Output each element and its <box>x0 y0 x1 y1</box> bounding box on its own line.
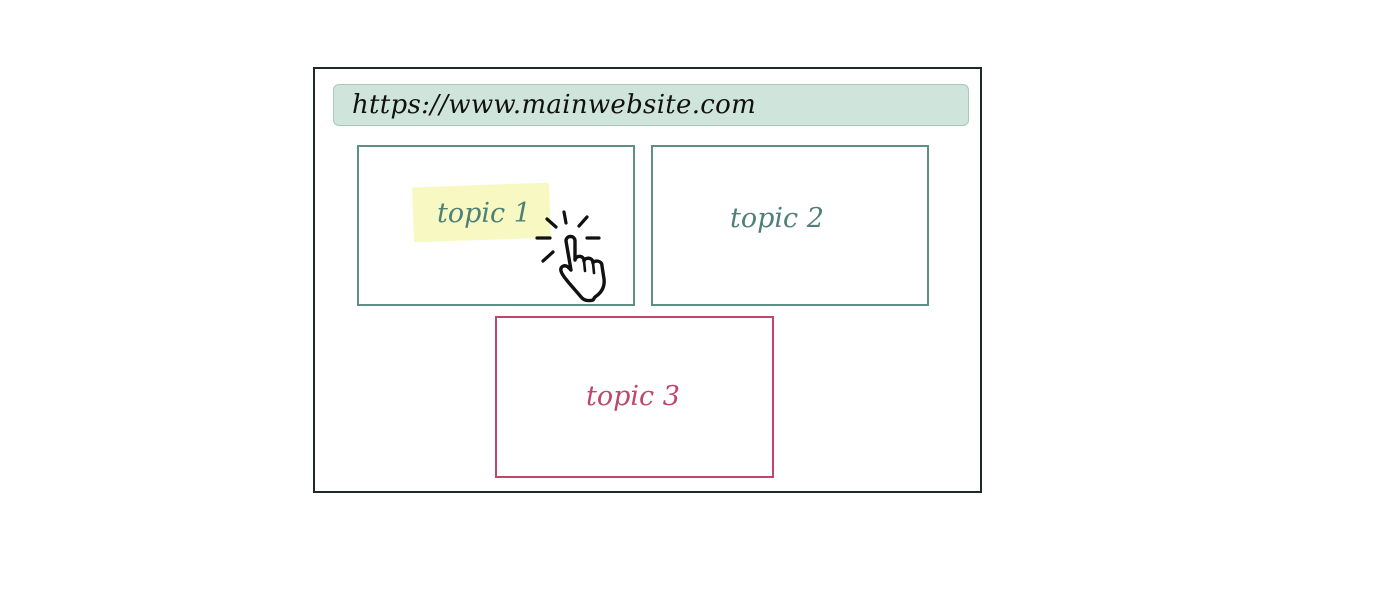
click-burst-line <box>577 215 589 228</box>
url-text: https://www.mainwebsite.com <box>352 90 757 120</box>
click-burst-line <box>545 217 558 229</box>
pointing-hand-click-icon <box>535 210 606 303</box>
topic-1-label[interactable]: topic 1 <box>437 198 531 229</box>
browser-window <box>313 67 982 493</box>
topic-card-2[interactable] <box>651 145 929 306</box>
topic-2-label[interactable]: topic 2 <box>730 203 824 234</box>
hand-shape <box>559 234 606 303</box>
click-burst-line <box>541 250 555 263</box>
topic-3-label[interactable]: topic 3 <box>586 381 680 412</box>
address-bar[interactable] <box>333 84 969 126</box>
click-burst-line <box>562 210 568 225</box>
topic-card-3[interactable] <box>495 316 774 478</box>
